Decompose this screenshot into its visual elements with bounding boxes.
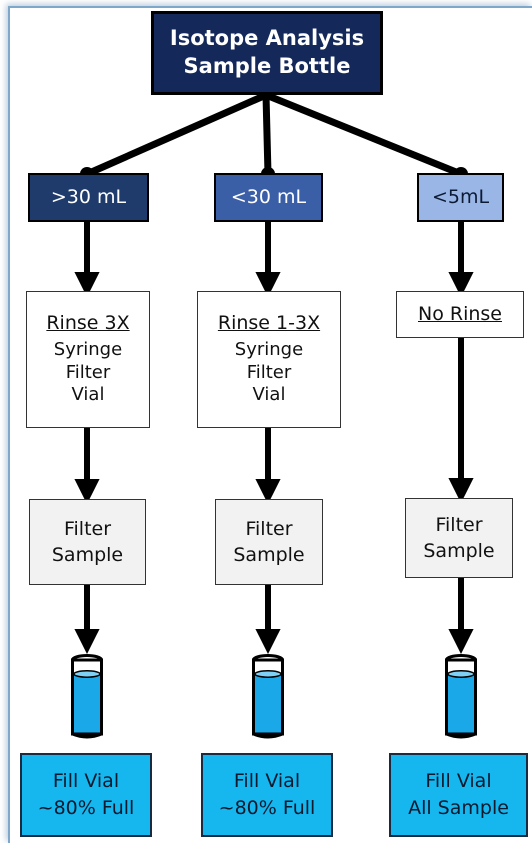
fill-label-line-1: Fill Vial	[425, 770, 492, 793]
volume-label: <30 mL	[230, 185, 307, 208]
filter-label-line-1: Filter	[435, 513, 483, 536]
branch-line-center	[262, 94, 272, 175]
filter-box-2: Filter Sample	[215, 499, 323, 585]
rinse-heading: Rinse 3X	[46, 312, 130, 335]
rinse-item: Filter	[246, 361, 292, 383]
vial-icon	[445, 654, 477, 739]
title-box: Isotope Analysis Sample Bottle	[151, 11, 383, 95]
diagram-frame	[8, 6, 532, 843]
vial-icon	[252, 654, 284, 739]
volume-box-small: <5mL	[417, 173, 504, 222]
vial-icon	[71, 654, 103, 739]
fill-box-1: Fill Vial ~80% Full	[20, 753, 152, 837]
rinse-item: Vial	[252, 384, 286, 406]
filter-box-3: Filter Sample	[405, 498, 513, 578]
fill-label-line-2: ~80% Full	[218, 797, 316, 819]
volume-label: >30 mL	[50, 185, 127, 208]
rinse-item: Syringe	[53, 339, 123, 361]
rinse-item: Syringe	[234, 339, 304, 361]
filter-label-line-2: Sample	[423, 540, 495, 562]
rinse-box-2: Rinse 1-3X Syringe Filter Vial	[197, 291, 341, 428]
fill-label-line-1: Fill Vial	[52, 770, 120, 793]
fill-label-line-1: Fill Vial	[233, 770, 301, 793]
filter-label-line-2: Sample	[51, 544, 124, 566]
rinse-heading: Rinse 1-3X	[217, 312, 321, 335]
filter-label-line-1: Filter	[63, 517, 112, 540]
volume-box-medium: <30 mL	[214, 173, 323, 222]
rinse-box-3: No Rinse	[396, 291, 524, 338]
volume-label: <5mL	[431, 185, 490, 208]
rinse-box-1: Rinse 3X Syringe Filter Vial	[26, 291, 150, 428]
filter-box-1: Filter Sample	[29, 499, 146, 585]
filter-label-line-1: Filter	[245, 517, 293, 540]
rinse-item: Filter	[65, 361, 111, 383]
rinse-item: Vial	[71, 384, 105, 406]
volume-box-large: >30 mL	[28, 173, 149, 222]
title-line-1: Isotope Analysis	[169, 26, 365, 51]
fill-box-3: Fill Vial All Sample	[389, 753, 528, 837]
filter-label-line-2: Sample	[233, 544, 305, 566]
rinse-heading: No Rinse	[418, 302, 502, 325]
branch-line-right	[264, 91, 463, 178]
fill-label-line-2: ~80% Full	[37, 797, 135, 819]
fill-label-line-2: All Sample	[408, 797, 509, 819]
title-line-2: Sample Bottle	[183, 54, 351, 78]
fill-box-2: Fill Vial ~80% Full	[201, 753, 333, 837]
branch-line-left	[85, 91, 268, 178]
